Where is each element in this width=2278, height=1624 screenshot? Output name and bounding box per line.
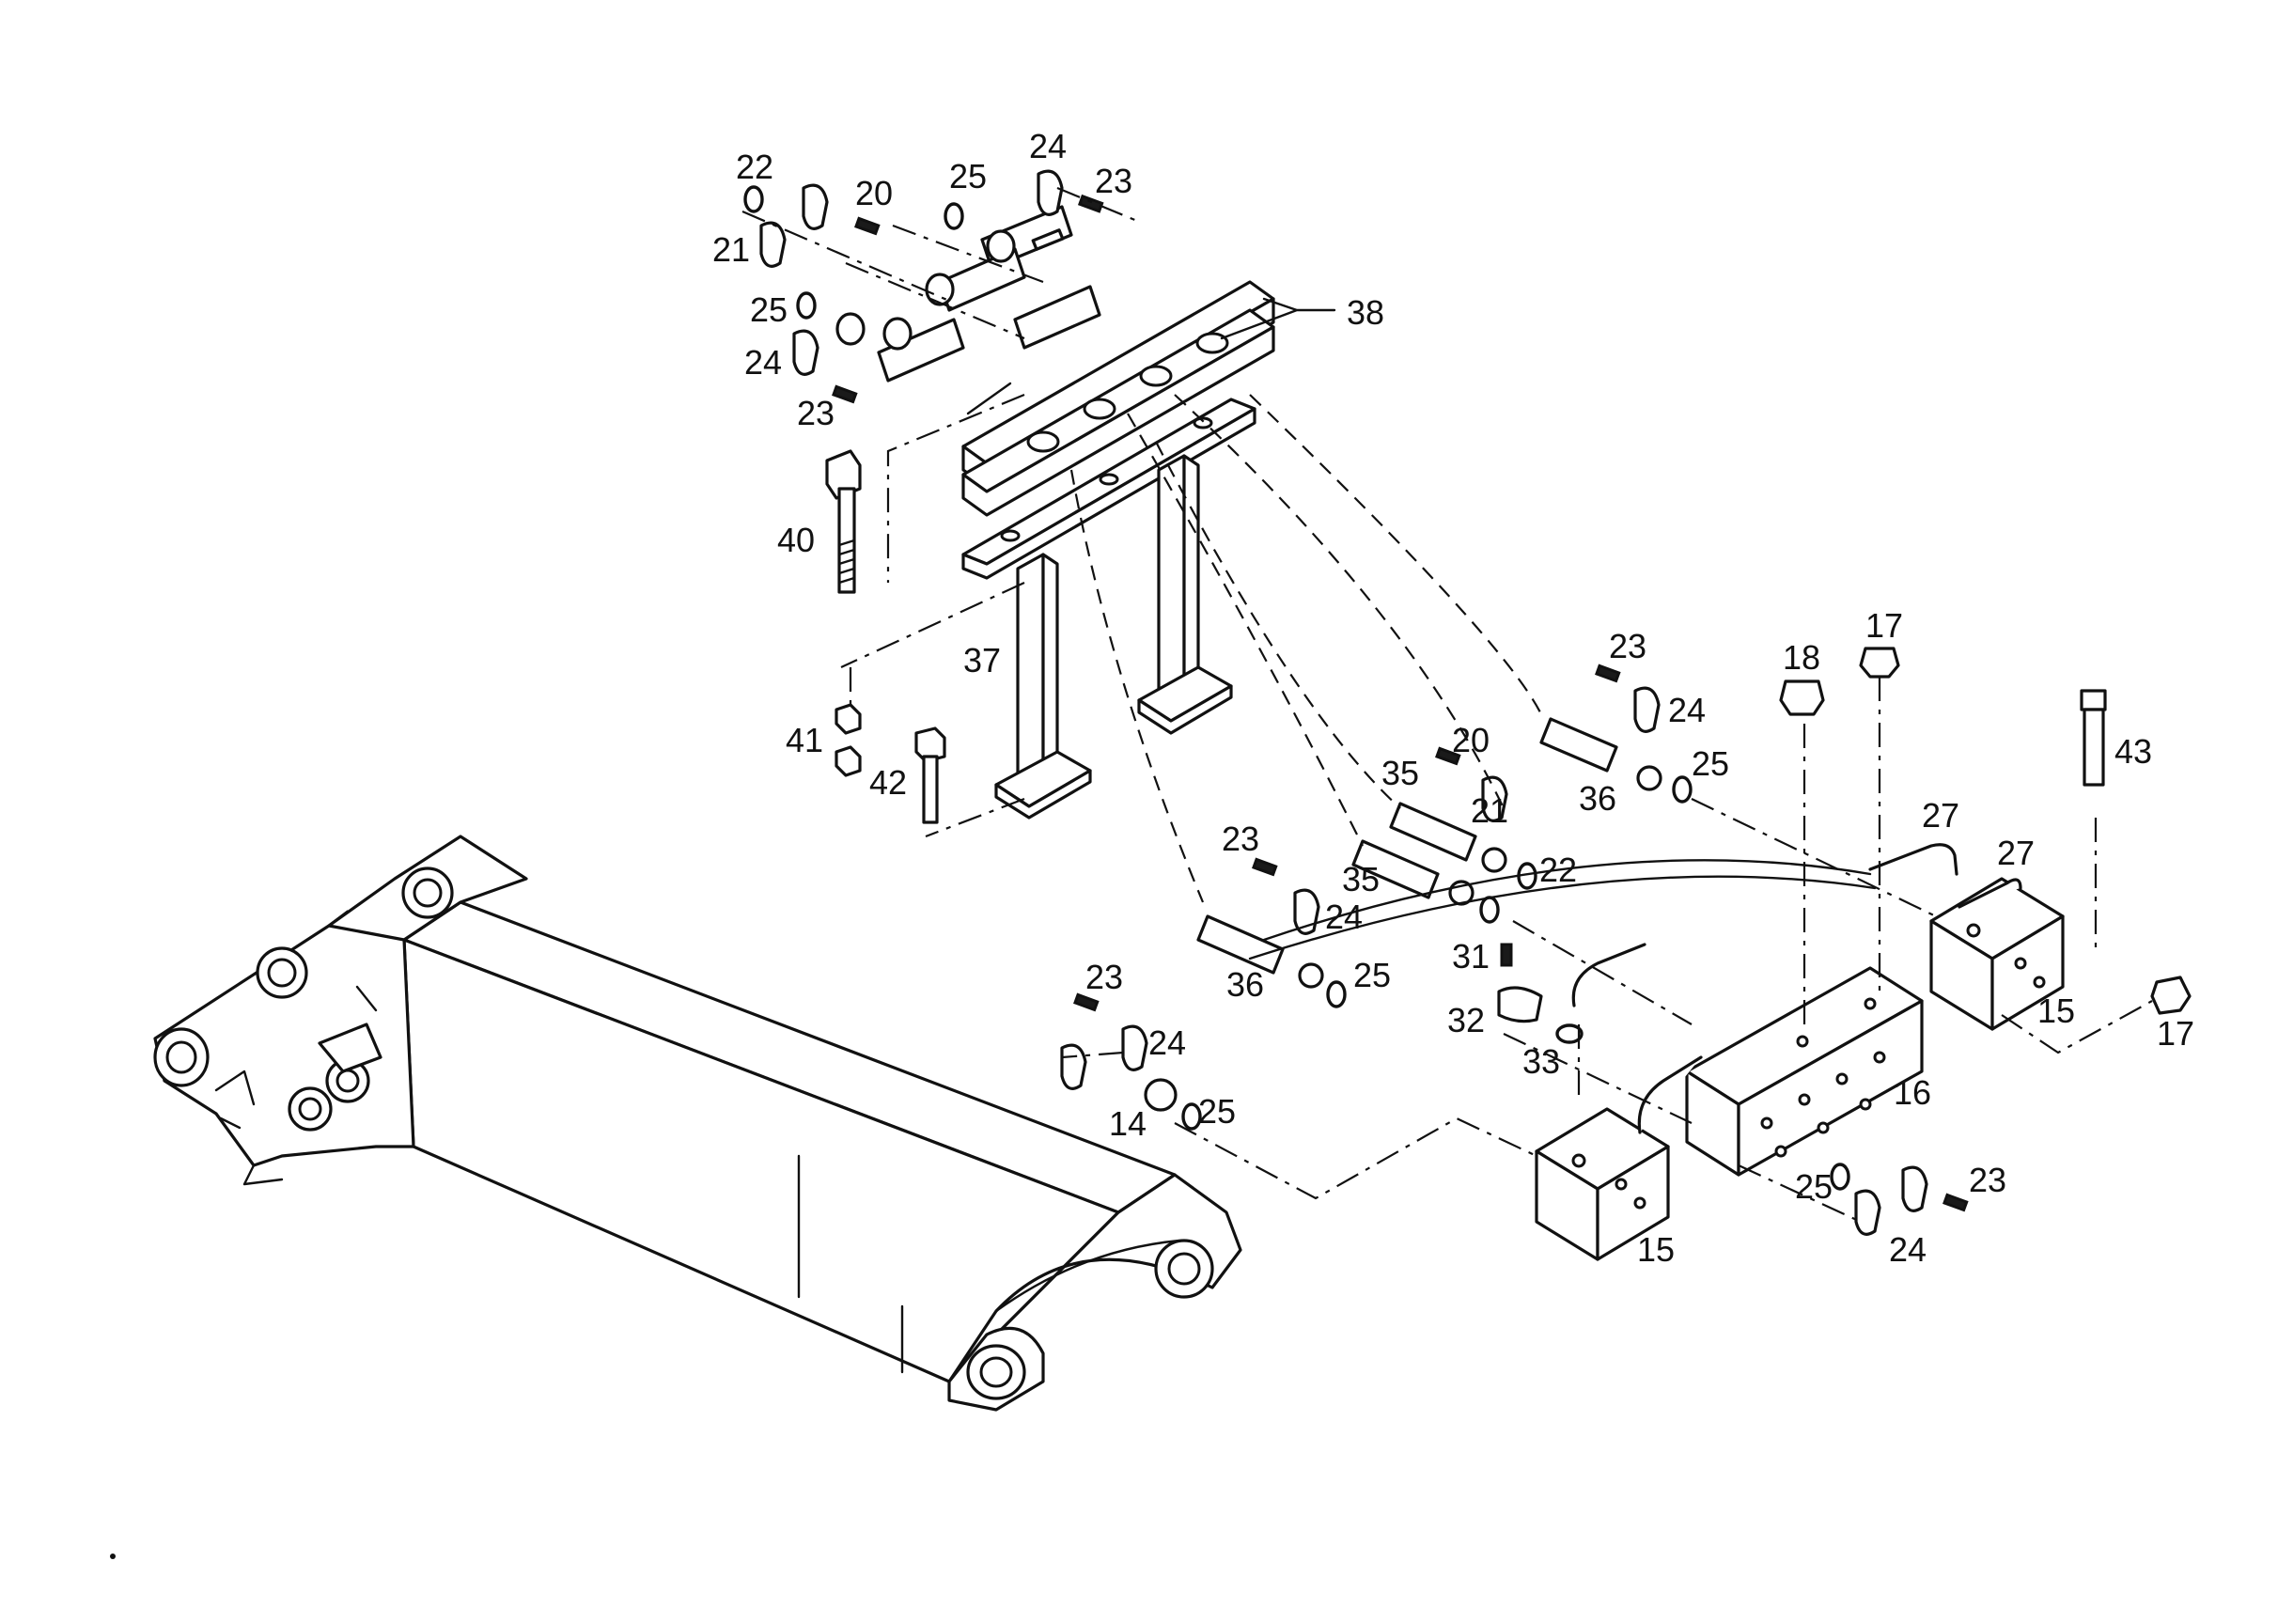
callout-33: 33 — [1522, 1042, 1560, 1081]
callout-36: 36 — [1226, 965, 1264, 1004]
leader-lines — [966, 297, 1336, 415]
callout-32: 32 — [1447, 1001, 1485, 1039]
callout-24: 24 — [1029, 127, 1067, 165]
callout-31: 31 — [1452, 937, 1490, 976]
support-posts — [994, 454, 1233, 820]
boom-arm — [153, 835, 1242, 1412]
hose-clamp-block — [961, 280, 1275, 580]
callout-42: 42 — [869, 763, 907, 802]
valve-block-15-right — [1929, 877, 2065, 1031]
callout-25: 25 — [1692, 744, 1729, 783]
callout-23: 23 — [1085, 958, 1123, 996]
callout-25: 25 — [1795, 1167, 1833, 1206]
flange-halves-top — [743, 169, 1104, 404]
callout-20: 20 — [1452, 721, 1490, 759]
bolt-40 — [825, 449, 862, 594]
bolt-43 — [2080, 689, 2107, 787]
assembly-guide-lines — [741, 186, 2153, 1223]
callout-23: 23 — [1095, 162, 1132, 200]
callout-27: 27 — [1997, 834, 2035, 872]
callout-37: 37 — [963, 641, 1001, 679]
callout-24: 24 — [1668, 691, 1706, 729]
callout-15: 15 — [1637, 1230, 1675, 1269]
callout-21: 21 — [712, 230, 750, 269]
callout-43: 43 — [2114, 732, 2152, 771]
callout-24: 24 — [1148, 1023, 1186, 1062]
callout-23: 23 — [1969, 1161, 2006, 1199]
callout-38: 38 — [1347, 293, 1384, 332]
callout-17: 17 — [1865, 606, 1903, 645]
nuts-41 — [835, 703, 862, 777]
callout-24: 24 — [744, 343, 782, 382]
callout-14: 14 — [1109, 1104, 1147, 1143]
callout-16: 16 — [1894, 1073, 1931, 1112]
hose-fittings-top — [835, 205, 1101, 383]
hose-fittings-lower — [1144, 717, 1850, 1191]
callout-41: 41 — [786, 721, 823, 759]
flange-halves-lower — [1060, 664, 1969, 1236]
callout-25: 25 — [1198, 1092, 1236, 1131]
callout-24: 24 — [1325, 898, 1363, 936]
callout-23: 23 — [1609, 627, 1646, 665]
plug-17-18 — [1779, 647, 2192, 1015]
stray-dot — [110, 1554, 116, 1559]
callout-27: 27 — [1922, 796, 1959, 835]
callout-40: 40 — [777, 521, 815, 559]
callout-25: 25 — [949, 157, 987, 195]
callout-36: 36 — [1579, 779, 1616, 818]
callout-35: 35 — [1342, 860, 1380, 898]
manifold-16 — [1685, 966, 1924, 1177]
callout-17: 17 — [2157, 1014, 2194, 1053]
callout-20: 20 — [855, 174, 893, 212]
callout-22: 22 — [736, 148, 773, 186]
callout-25: 25 — [750, 290, 788, 329]
callout-21: 21 — [1471, 791, 1508, 830]
callout-labels: 22 20 25 24 23 21 38 25 24 23 40 37 41 4… — [712, 127, 2194, 1269]
callout-18: 18 — [1783, 638, 1820, 677]
callout-35: 35 — [1381, 754, 1419, 792]
valve-block-15-left — [1535, 1107, 1670, 1261]
callout-25: 25 — [1353, 956, 1391, 994]
bolt-42 — [914, 726, 946, 824]
callout-23: 23 — [797, 394, 835, 432]
callout-24: 24 — [1889, 1230, 1927, 1269]
callout-23: 23 — [1222, 820, 1259, 858]
callout-15: 15 — [2037, 992, 2075, 1030]
callout-22: 22 — [1539, 851, 1577, 889]
